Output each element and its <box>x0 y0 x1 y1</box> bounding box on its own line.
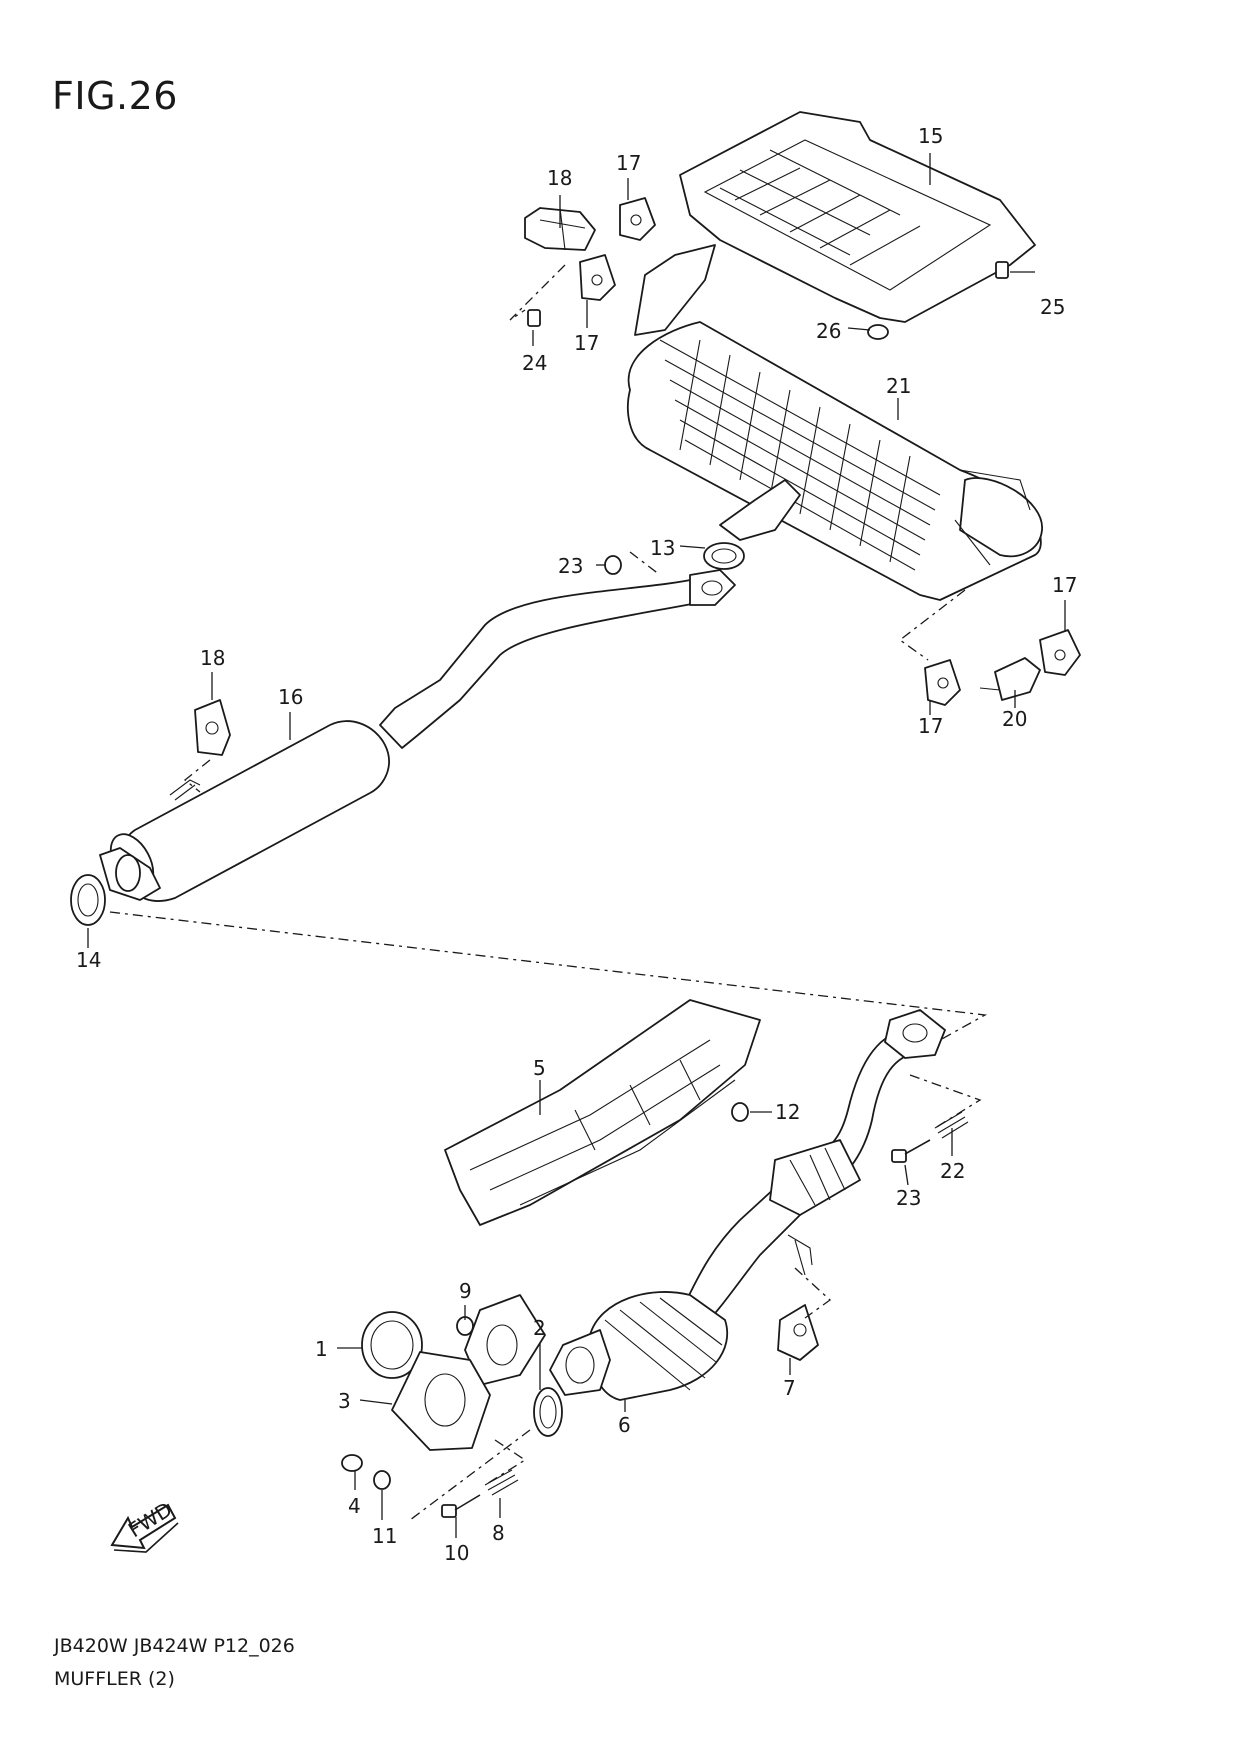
callout-17: 17 <box>1052 573 1077 597</box>
callout-11: 11 <box>372 1524 397 1548</box>
flange-gasket-13 <box>703 542 745 570</box>
callout-10: 10 <box>444 1541 469 1565</box>
bolt-26 <box>995 261 1009 279</box>
callout-15: 15 <box>918 124 943 148</box>
bolt-25 <box>527 309 541 327</box>
nut-27 <box>867 324 889 340</box>
callout-18: 18 <box>200 646 225 670</box>
callout-13: 13 <box>650 536 675 560</box>
callout-14: 14 <box>76 948 101 972</box>
front-pipe-with-converter <box>464 1009 946 1401</box>
callout-21: 21 <box>886 374 911 398</box>
callout-17: 17 <box>616 151 641 175</box>
callout-24: 23 <box>558 554 583 578</box>
figure-code: JB420W JB424W P12_026 <box>54 1635 295 1657</box>
nut-11 <box>373 1470 391 1490</box>
callout-7: 7 <box>783 1376 796 1400</box>
nut-12 <box>731 1102 749 1122</box>
callout-23: 23 <box>896 1186 921 1210</box>
callout-16: 16 <box>278 685 303 709</box>
callout-8: 8 <box>492 1521 505 1545</box>
callout-27: 26 <box>816 319 841 343</box>
fwd-arrow-icon: FWD <box>110 1497 179 1553</box>
bolt-23 <box>891 1139 931 1163</box>
hanger-7 <box>777 1304 819 1361</box>
callout-20: 20 <box>1002 707 1027 731</box>
bolt-10 <box>441 1494 481 1518</box>
callout-6: 6 <box>618 1413 631 1437</box>
rubber-mount-17 <box>579 197 1081 706</box>
figure-name: MUFFLER (2) <box>54 1668 175 1690</box>
bracket-19 <box>524 207 596 251</box>
rear-muffler <box>627 244 1043 601</box>
callout-22: 22 <box>940 1159 965 1183</box>
exhaust-manifold-flange-3 <box>391 1351 491 1451</box>
center-pipe-resonator <box>99 569 736 902</box>
nut-24 <box>604 555 622 575</box>
leader-lines <box>87 153 1066 1538</box>
callout-5: 5 <box>533 1056 546 1080</box>
callout-17: 17 <box>918 714 943 738</box>
rear-heat-shield <box>679 111 1036 323</box>
stud-4 <box>341 1454 363 1472</box>
flange-gasket-14 <box>70 874 106 926</box>
hanger-18 <box>194 699 231 756</box>
gasket-2 <box>533 1387 563 1437</box>
callout-2: 2 <box>533 1316 546 1340</box>
bracket-20 <box>979 657 1041 701</box>
front-heat-shield <box>444 999 761 1226</box>
callout-3: 3 <box>338 1389 351 1413</box>
callout-25: 24 <box>522 351 547 375</box>
callout-17: 17 <box>574 331 599 355</box>
callout-1: 1 <box>315 1337 328 1361</box>
callout-26: 25 <box>1040 295 1065 319</box>
callout-4: 4 <box>348 1494 361 1518</box>
callout-9: 9 <box>459 1279 472 1303</box>
callout-19: 18 <box>547 166 572 190</box>
figure-title: FIG.26 <box>52 74 178 118</box>
callout-12: 12 <box>775 1100 800 1124</box>
